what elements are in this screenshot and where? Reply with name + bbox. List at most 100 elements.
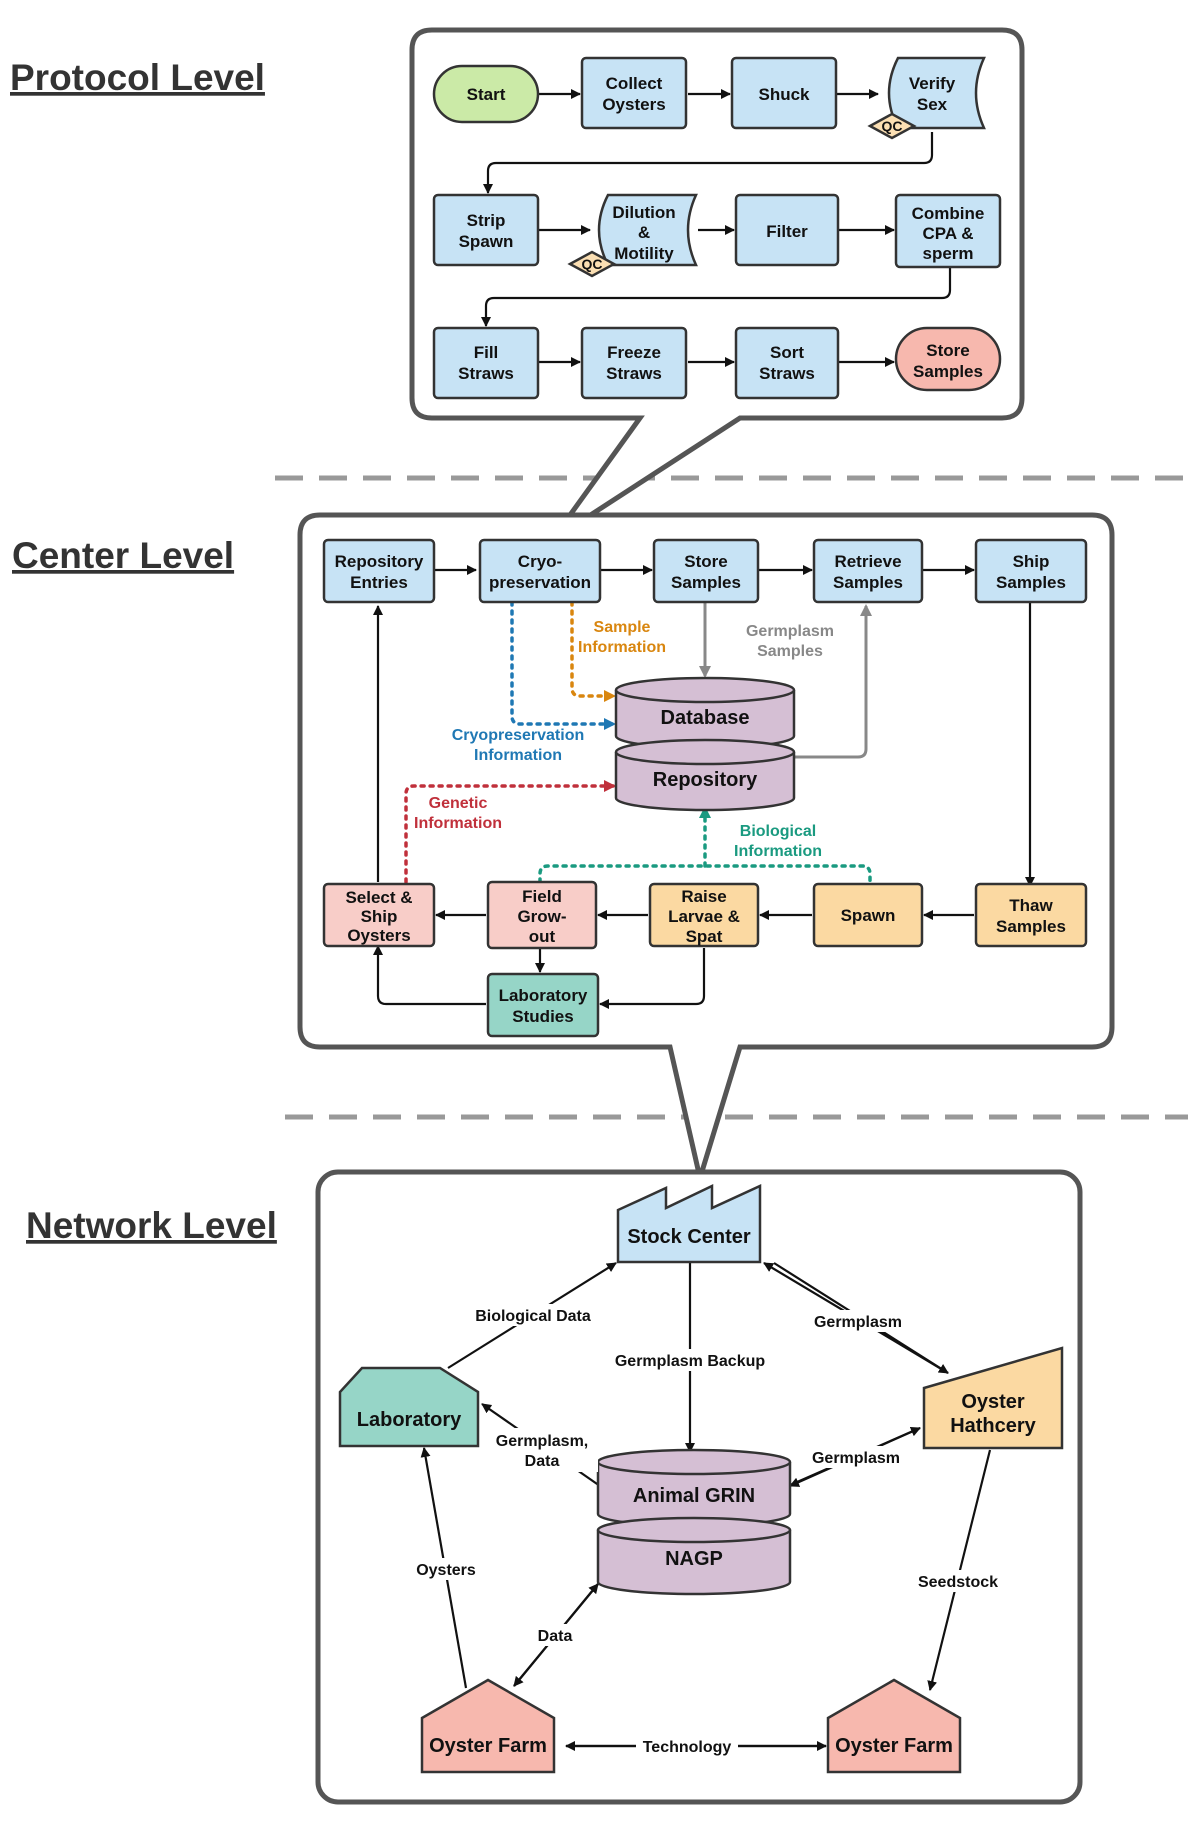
- thaw-label-1: Thaw: [1009, 896, 1053, 915]
- freeze-label-1: Freeze: [607, 343, 661, 362]
- dilution-label-3: Motility: [614, 244, 674, 263]
- combine-label-2: CPA &: [923, 224, 974, 243]
- repository-cylinder: Repository: [614, 738, 796, 812]
- germplasm-top-label: Germplasm: [814, 1314, 902, 1331]
- farm-right-label: Oyster Farm: [835, 1735, 953, 1757]
- center-level-title: Center Level: [12, 535, 234, 576]
- edge-verify-strip: [483, 132, 934, 194]
- combine-label-3: sperm: [922, 244, 973, 263]
- cryo-label-1: Cryo-: [518, 552, 562, 571]
- thaw-label-2: Samples: [996, 917, 1066, 936]
- retrieve-label-1: Retrieve: [834, 552, 901, 571]
- ship-samples-node: Ship Samples: [974, 538, 1088, 604]
- genetic-info-label-2: Information: [414, 815, 502, 832]
- stock-center-label: Stock Center: [627, 1226, 751, 1248]
- start-label: Start: [467, 85, 506, 104]
- oyster-farm-left-node: Oyster Farm: [420, 1678, 556, 1774]
- edge-combine-fill: [481, 267, 952, 327]
- animal-grin-label: Animal GRIN: [633, 1485, 755, 1507]
- fill-straws-node: Fill Straws: [432, 326, 540, 400]
- store-terminal-label-2: Samples: [913, 362, 983, 381]
- verify-label-1: Verify: [909, 74, 956, 93]
- center-store-label-2: Samples: [671, 573, 741, 592]
- cryo-info-label-1: Cryopreservation: [452, 727, 585, 744]
- germplasm-backup-label-bg: [602, 1349, 778, 1371]
- nagp-label: NAGP: [665, 1548, 723, 1570]
- cryo-label-2: preservation: [489, 573, 591, 592]
- seedstock-label-bg: [910, 1570, 1006, 1592]
- sort-straws-node: Sort Straws: [734, 326, 840, 400]
- field-growout-node: Field Grow- out: [486, 880, 598, 950]
- oysters-label: Oysters: [416, 1562, 476, 1579]
- qc-label-2: QC: [582, 256, 603, 272]
- hatchery-label-1: Oyster: [961, 1391, 1025, 1413]
- filter-label: Filter: [766, 222, 808, 241]
- data-label: Data: [538, 1628, 573, 1645]
- collect-label-1: Collect: [606, 74, 663, 93]
- strip-label-2: Spawn: [459, 232, 514, 251]
- germplasm-data-label-bg: [484, 1428, 598, 1472]
- oyster-farm-right-node: Oyster Farm: [826, 1678, 962, 1774]
- edge-raise-lab: [599, 948, 706, 1009]
- qc-diamond-2: [567, 250, 617, 278]
- germplasm-samples-label-2: Samples: [757, 643, 823, 660]
- database-cylinder: Database: [614, 676, 796, 750]
- protocol-frame: [409, 27, 1025, 543]
- lab-studies-label-2: Studies: [512, 1007, 573, 1026]
- freeze-label-2: Straws: [606, 364, 662, 383]
- hatchery-label-2: Hathcery: [950, 1415, 1036, 1437]
- sample-info-label-2: Information: [578, 639, 666, 656]
- retrieve-label-2: Samples: [833, 573, 903, 592]
- sample-info-label-1: Sample: [594, 619, 651, 636]
- laboratory-node: Laboratory: [338, 1366, 480, 1448]
- shuck-node: Shuck: [730, 56, 838, 130]
- field-label-2: Grow-: [517, 907, 566, 926]
- spawn-label: Spawn: [841, 906, 896, 925]
- germplasm-right-label-bg: [804, 1446, 908, 1468]
- protocol-edges: [481, 89, 952, 367]
- germplasm-backup-label: Germplasm Backup: [615, 1353, 766, 1370]
- bio-info-label-1: Biological: [740, 823, 816, 840]
- germplasm-samples-label-1: Germplasm: [746, 623, 834, 640]
- center-edges: [373, 565, 1035, 1009]
- raise-label-1: Raise: [681, 887, 726, 906]
- spawn-node: Spawn: [812, 882, 924, 948]
- filter-node: Filter: [734, 193, 840, 267]
- fill-label-2: Straws: [458, 364, 514, 383]
- farm-left-label: Oyster Farm: [429, 1735, 547, 1757]
- collect-oysters-node: Collect Oysters: [580, 56, 688, 130]
- raise-label-3: Spat: [686, 927, 723, 946]
- sort-label-1: Sort: [770, 343, 804, 362]
- store-samples-terminal-node: Store Samples: [894, 326, 1002, 392]
- cryopreservation-node: Cryo- preservation: [478, 538, 602, 604]
- protocol-level-title: Protocol Level: [10, 57, 265, 98]
- repository-label: Repository: [653, 769, 758, 791]
- ship-label-2: Samples: [996, 573, 1066, 592]
- sort-label-2: Straws: [759, 364, 815, 383]
- technology-label: Technology: [643, 1739, 732, 1756]
- field-label-1: Field: [522, 887, 562, 906]
- edge-repository-retrieve: [794, 604, 872, 759]
- germplasm-top-label-bg: [806, 1310, 910, 1332]
- network-level-title: Network Level: [26, 1205, 277, 1246]
- stock-center-node: Stock Center: [616, 1184, 762, 1264]
- repo-entries-label-1: Repository: [335, 552, 424, 571]
- strip-spawn-node: Strip Spawn: [432, 193, 540, 267]
- genetic-info-label-1: Genetic: [429, 795, 488, 812]
- cryo-info-label-2: Information: [474, 747, 562, 764]
- nagp-cylinder: NAGP: [596, 1516, 792, 1596]
- germplasm-data-label-2: Data: [525, 1453, 560, 1470]
- center-store-samples-node: Store Samples: [652, 538, 760, 604]
- raise-label-2: Larvae &: [668, 907, 740, 926]
- qc-label-1: QC: [882, 118, 903, 134]
- germplasm-data-label-1: Germplasm,: [496, 1433, 588, 1450]
- repo-entries-label-2: Entries: [350, 573, 408, 592]
- select-label-3: Oysters: [347, 926, 410, 945]
- select-label-1: Select &: [345, 888, 412, 907]
- dilution-label-2: &: [638, 223, 650, 242]
- select-label-2: Ship: [361, 907, 398, 926]
- field-label-3: out: [529, 927, 556, 946]
- edge-biological-information-bar: [538, 864, 872, 884]
- animal-grin-cylinder: Animal GRIN: [596, 1448, 792, 1528]
